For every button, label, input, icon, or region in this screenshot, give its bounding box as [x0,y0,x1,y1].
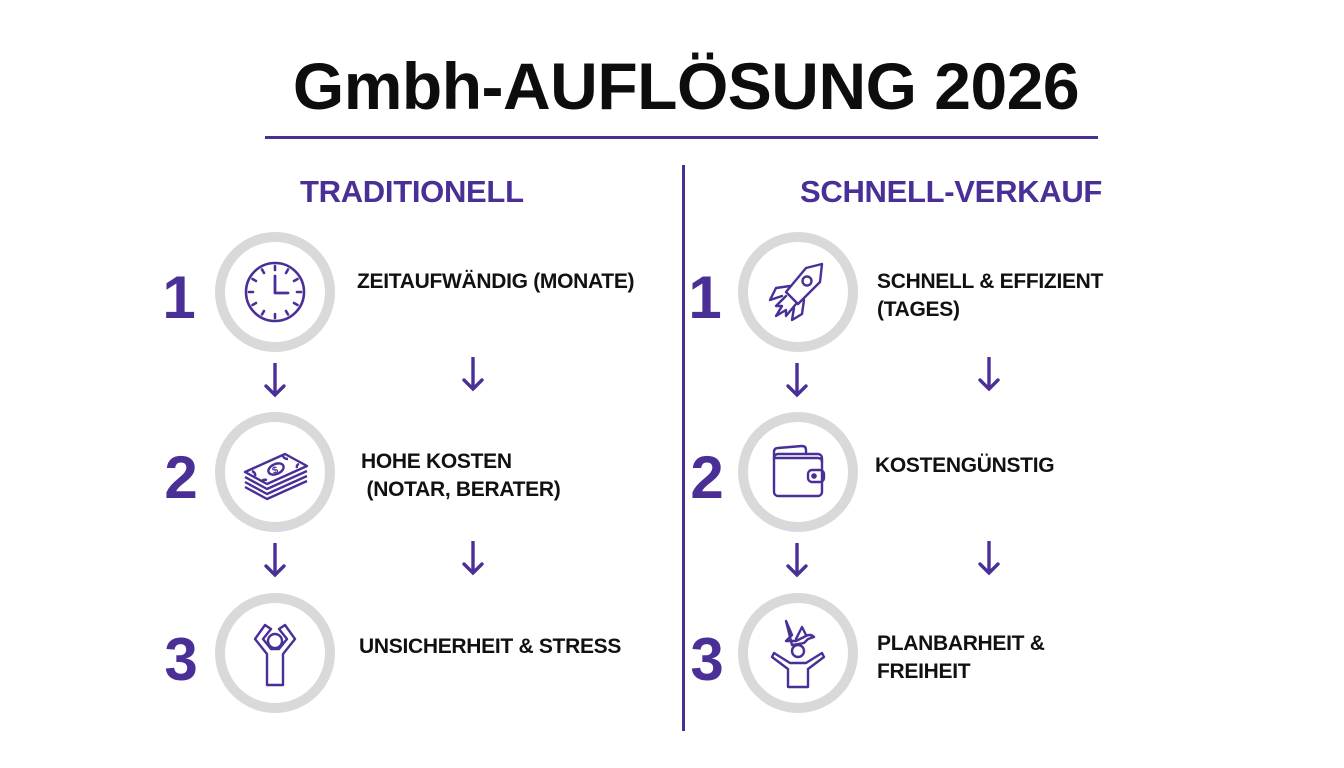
step-number: 2 [164,444,198,511]
svg-text:$: $ [271,465,280,477]
step-label: HOHE KOSTEN (NOTAR, BERATER) [361,450,561,501]
icon-ring [738,232,858,352]
step-number: 3 [690,626,724,693]
icon-ring [738,593,858,713]
money-stack-icon: $ [243,452,309,501]
icon-ring [215,593,335,713]
clock-icon [244,261,306,323]
step-label: ZEITAUFWÄNDIG (MONATE) [357,270,635,293]
wallet-icon [772,444,826,498]
step-label: UNSICHERHEIT & STRESS [359,635,622,658]
icon-ring [215,232,335,352]
column-heading: TRADITIONELL [300,174,524,209]
down-arrow-icon [977,539,1001,577]
down-arrow-icon [263,541,287,579]
step-number: 2 [690,444,724,511]
free-person-dove-icon [770,619,826,689]
step-number: 1 [162,264,196,331]
page-title: Gmbh-AUFLÖSUNG 2026 [292,49,1080,123]
down-arrow-icon [785,541,809,579]
icon-ring [738,412,858,532]
down-arrow-icon [461,355,485,393]
rocket-icon [768,262,824,322]
step-number: 3 [164,626,198,693]
column-divider [682,165,685,731]
down-arrow-icon [785,361,809,399]
down-arrow-icon [461,539,485,577]
step-label: KOSTENGÜNSTIG [875,454,1055,477]
column-heading: SCHNELL-VERKAUF [800,174,1103,209]
step-number: 1 [688,264,722,331]
step-label: SCHNELL & EFFIZIENT (TAGES) [877,270,1104,321]
title-underline [265,136,1098,139]
down-arrow-icon [263,361,287,399]
step-label: PLANBARHEIT & FREIHEIT [877,632,1045,683]
stressed-person-icon [253,623,297,687]
down-arrow-icon [977,355,1001,393]
icon-ring: $ [215,412,335,532]
